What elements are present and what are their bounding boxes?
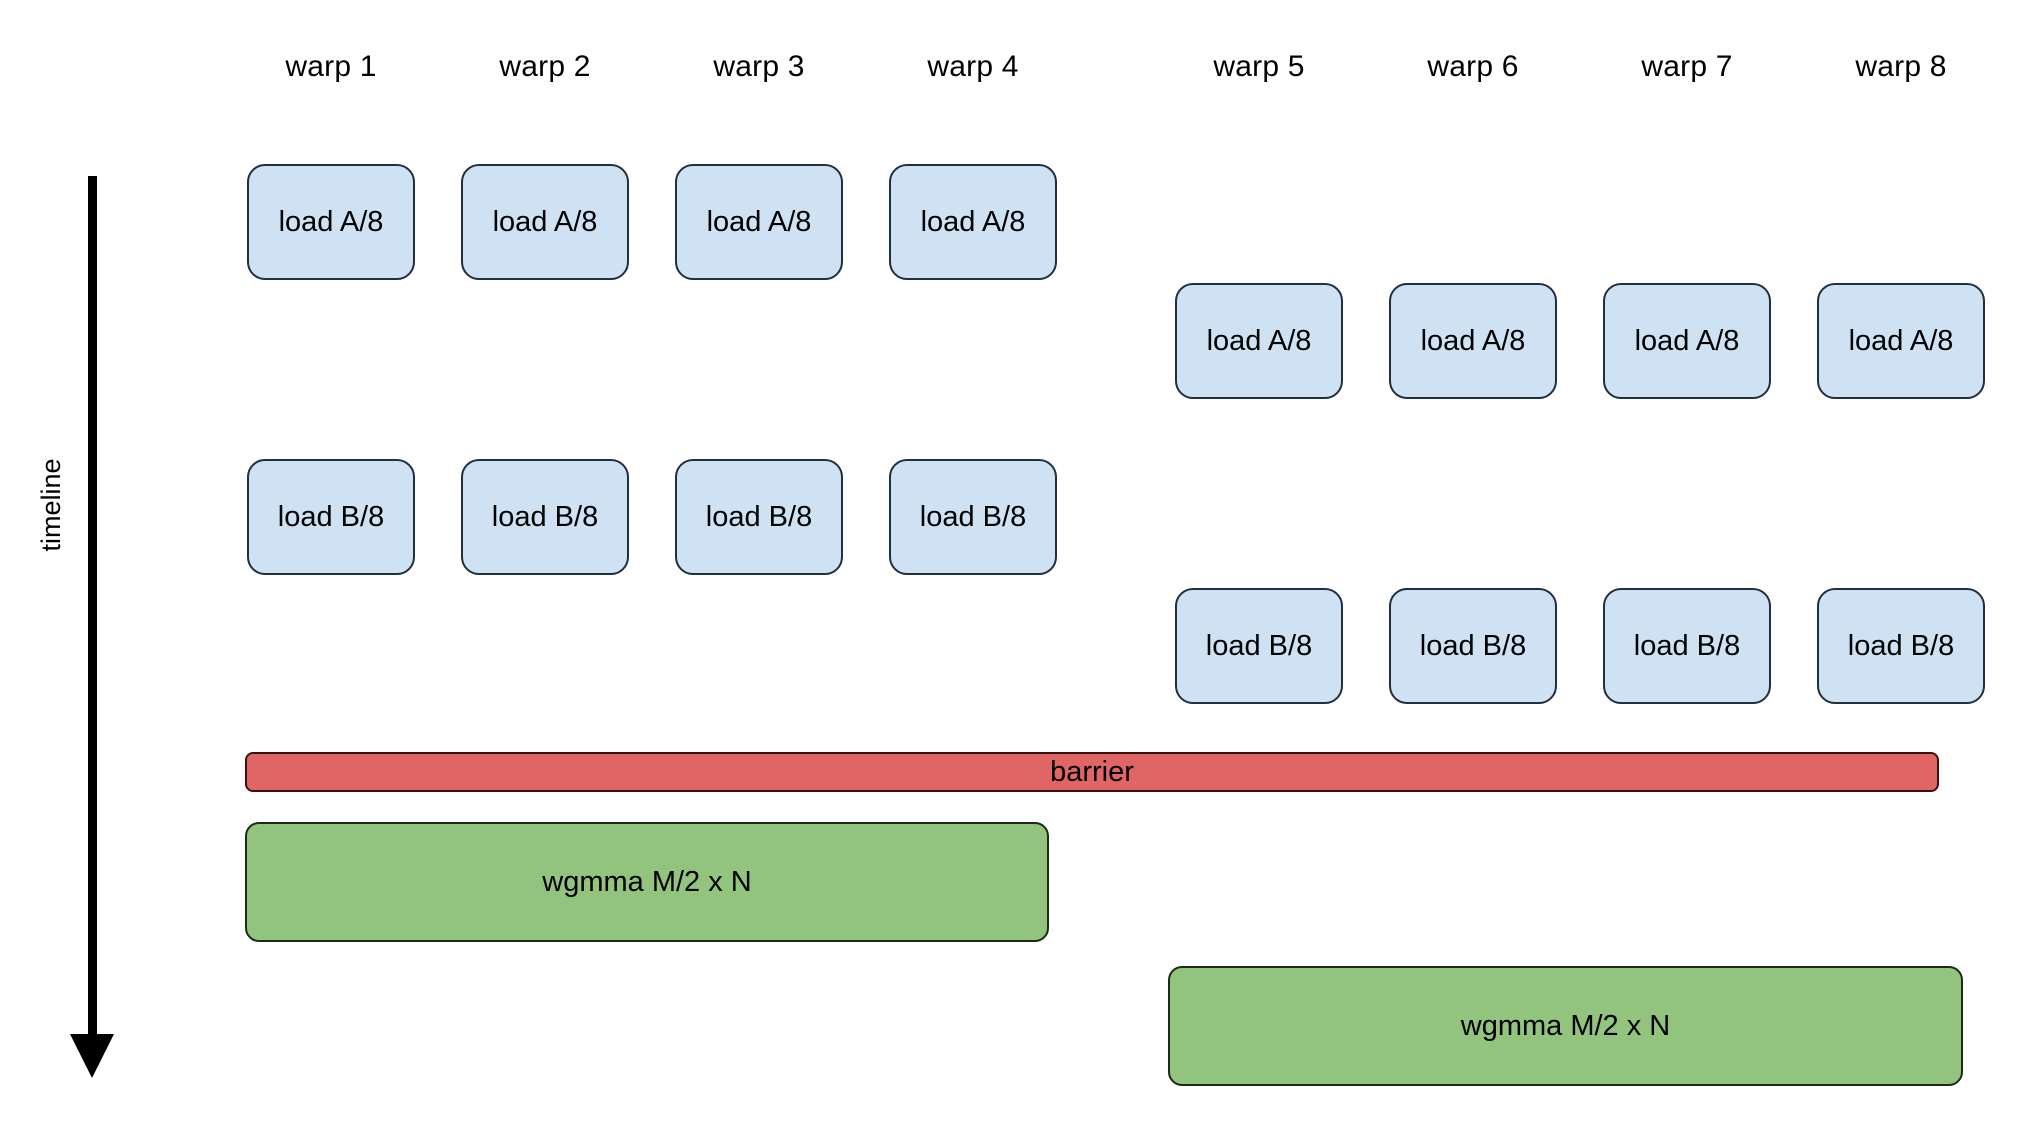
load-box-a-warp-4[interactable]: load A/8: [889, 164, 1057, 280]
load-box-b-warp-3[interactable]: load B/8: [675, 459, 843, 575]
column-header-warp-5: warp 5: [1213, 50, 1305, 83]
column-header-warp-8: warp 8: [1855, 50, 1947, 83]
column-header-warp-3: warp 3: [713, 50, 805, 83]
load-box-a-warp-6[interactable]: load A/8: [1389, 283, 1557, 399]
timeline-label: timeline: [36, 458, 66, 552]
load-box-b-warp-4[interactable]: load B/8: [889, 459, 1057, 575]
column-header-warp-7: warp 7: [1641, 50, 1733, 83]
load-box-b-warp-8[interactable]: load B/8: [1817, 588, 1985, 704]
load-box-a-warp-5[interactable]: load A/8: [1175, 283, 1343, 399]
load-box-a-warp-8[interactable]: load A/8: [1817, 283, 1985, 399]
load-box-b-warp-6[interactable]: load B/8: [1389, 588, 1557, 704]
column-header-warp-1: warp 1: [285, 50, 377, 83]
load-box-a-warp-3[interactable]: load A/8: [675, 164, 843, 280]
load-box-a-warp-1[interactable]: load A/8: [247, 164, 415, 280]
load-box-b-warp-7[interactable]: load B/8: [1603, 588, 1771, 704]
load-box-a-warp-2[interactable]: load A/8: [461, 164, 629, 280]
timeline-arrow-icon: [70, 1034, 114, 1078]
load-box-a-warp-7[interactable]: load A/8: [1603, 283, 1771, 399]
column-header-warp-2: warp 2: [499, 50, 591, 83]
load-box-b-warp-1[interactable]: load B/8: [247, 459, 415, 575]
timeline-axis-line: [88, 176, 97, 1048]
wgmma-bar-warps-1-4[interactable]: wgmma M/2 x N: [245, 822, 1049, 942]
column-header-warp-6: warp 6: [1427, 50, 1519, 83]
load-box-b-warp-2[interactable]: load B/8: [461, 459, 629, 575]
column-header-warp-4: warp 4: [927, 50, 1019, 83]
load-box-b-warp-5[interactable]: load B/8: [1175, 588, 1343, 704]
wgmma-bar-warps-5-8[interactable]: wgmma M/2 x N: [1168, 966, 1963, 1086]
barrier-bar[interactable]: barrier: [245, 752, 1939, 792]
